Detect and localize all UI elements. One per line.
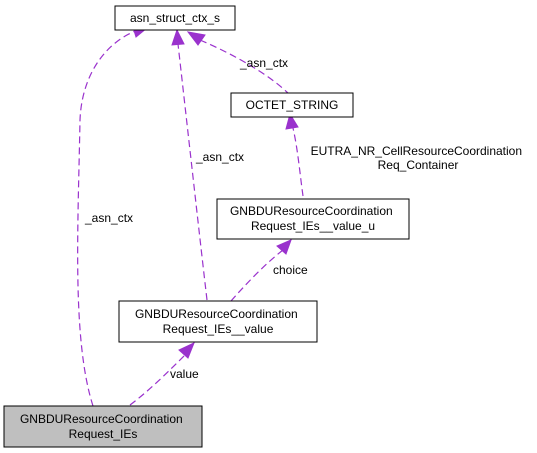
edge-value-to-ctx: [171, 28, 208, 301]
edge-label-valueu-to-octet: EUTRA_NR_CellResourceCoordination Req_Co…: [311, 144, 526, 172]
node-octet-string[interactable]: OCTET_STRING: [230, 92, 354, 118]
svg-text:OCTET_STRING: OCTET_STRING: [246, 98, 339, 112]
svg-text:GNBDUResourceCoordination: GNBDUResourceCoordination Request_IEs__v…: [230, 204, 396, 233]
svg-text:GNBDUResourceCoordination: GNBDUResourceCoordination Request_IEs: [20, 412, 186, 441]
node-request-ies[interactable]: GNBDUResourceCoordination Request_IEs: [3, 405, 203, 448]
node-asn-struct-ctx-s[interactable]: asn_struct_ctx_s: [114, 5, 236, 31]
edge-octet-to-ctx: [186, 31, 291, 96]
svg-text:GNBDUResourceCoordination: GNBDUResourceCoordination Request_IEs__v…: [135, 307, 301, 336]
edge-label-value-to-ctx: _asn_ctx: [195, 150, 244, 164]
edge-label-ies-to-ctx: _asn_ctx: [84, 211, 133, 225]
svg-text:asn_struct_ctx_s: asn_struct_ctx_s: [130, 11, 220, 25]
edge-ies-to-value: [129, 342, 195, 406]
node-value-u[interactable]: GNBDUResourceCoordination Request_IEs__v…: [216, 198, 410, 240]
edge-label-value-to-valueu: choice: [273, 263, 308, 277]
edge-label-ies-to-value: value: [170, 367, 199, 381]
edge-valueu-to-octet: [285, 112, 304, 197]
edge-value-to-valueu: [230, 239, 292, 302]
node-value[interactable]: GNBDUResourceCoordination Request_IEs__v…: [118, 300, 318, 343]
edge-label-octet-to-ctx: _asn_ctx: [239, 56, 288, 70]
